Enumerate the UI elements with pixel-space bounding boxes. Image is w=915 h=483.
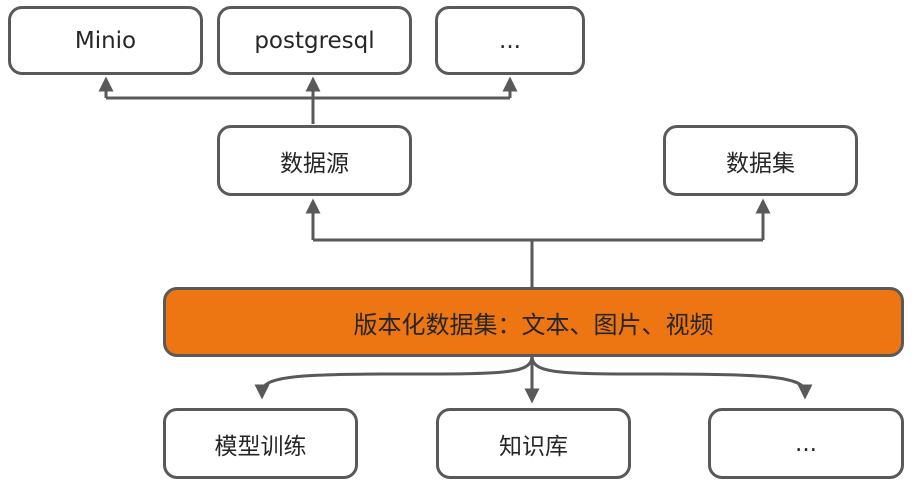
storage-more-node: ... [435, 6, 585, 75]
datasource-node: 数据源 [217, 125, 412, 196]
knowledge-base-label: 知识库 [499, 433, 568, 460]
usage-more-node: ... [708, 408, 904, 479]
minio-node: Minio [8, 6, 203, 75]
curve-to-model-training [254, 355, 534, 400]
upper-bus-line [313, 238, 763, 287]
postgresql-node: postgresql [217, 6, 412, 75]
postgresql-label: postgresql [254, 27, 375, 54]
curve-to-usage-more [530, 355, 813, 400]
model-training-node: 模型训练 [163, 408, 358, 479]
versioned-dataset-node: 版本化数据集：文本、图片、视频 [163, 287, 904, 357]
usage-more-label: ... [795, 430, 817, 457]
model-training-label: 模型训练 [214, 433, 307, 460]
dataset-label: 数据集 [726, 150, 795, 177]
storage-bus-line [106, 96, 510, 124]
dataset-node: 数据集 [663, 125, 858, 196]
minio-label: Minio [74, 27, 137, 54]
versioned-dataset-label: 版本化数据集：文本、图片、视频 [353, 310, 714, 339]
storage-more-label: ... [499, 27, 521, 54]
knowledge-base-node: 知识库 [436, 408, 631, 479]
datasource-label: 数据源 [280, 150, 349, 177]
